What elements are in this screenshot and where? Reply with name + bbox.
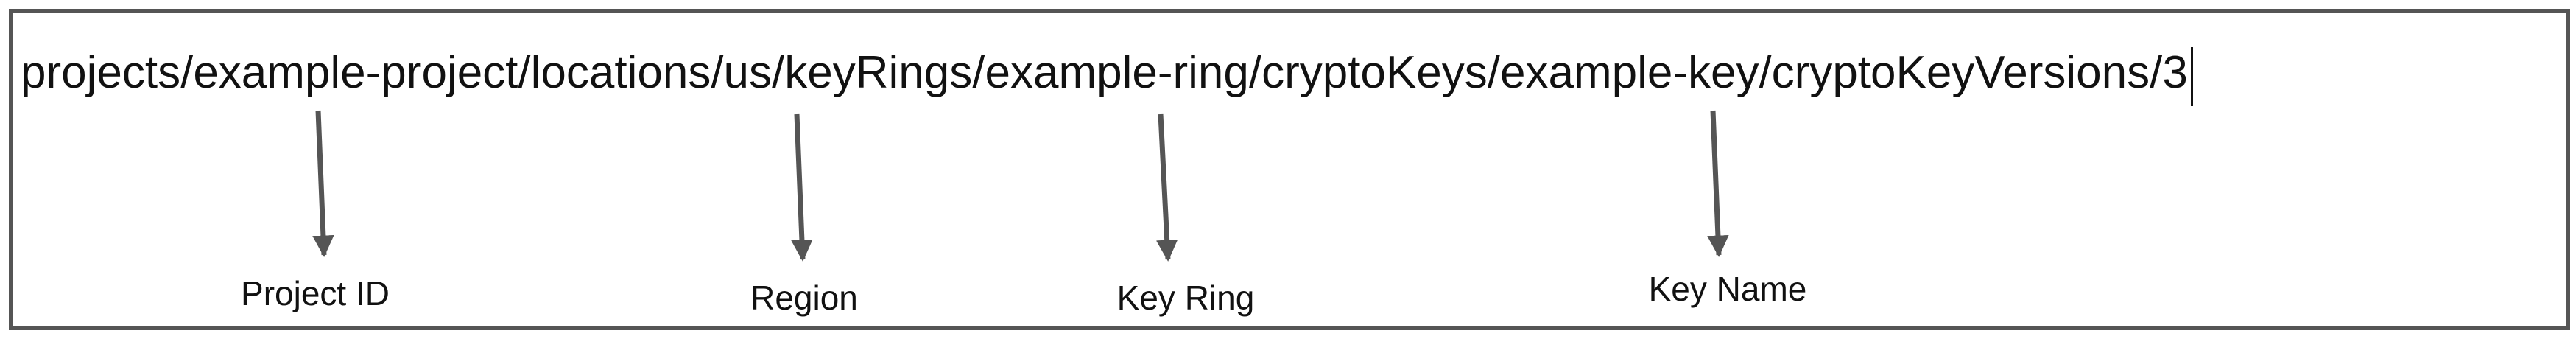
arrow-key-name xyxy=(1707,110,1729,257)
arrow-region xyxy=(791,113,813,262)
resource-path-text[interactable]: projects/example-project/locations/us/ke… xyxy=(21,47,2188,98)
label-key-name: Key Name xyxy=(1648,270,1807,308)
arrow-project-id xyxy=(312,110,334,257)
label-project-id: Project ID xyxy=(241,274,390,312)
text-cursor xyxy=(2190,47,2193,106)
diagram-frame xyxy=(9,9,2570,330)
arrow-key-ring xyxy=(1155,113,1178,262)
label-region: Region xyxy=(750,279,858,317)
label-key-ring: Key Ring xyxy=(1116,279,1255,317)
